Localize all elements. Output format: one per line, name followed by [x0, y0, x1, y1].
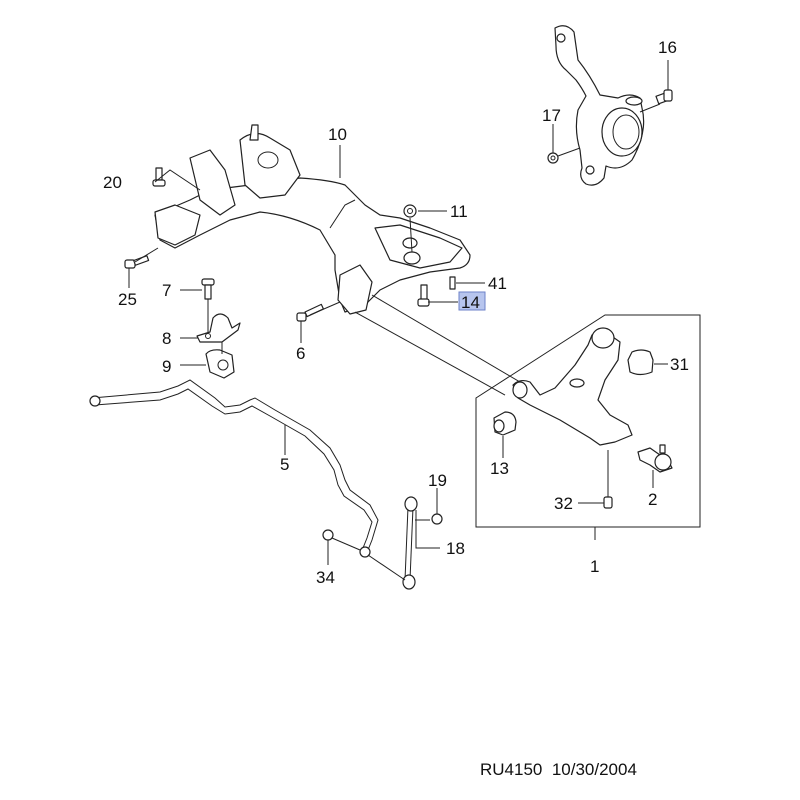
callout-2[interactable]: 2	[648, 490, 657, 509]
callout-19[interactable]: 19	[428, 471, 447, 490]
callout-18[interactable]: 18	[446, 539, 465, 558]
callout-5[interactable]: 5	[280, 455, 289, 474]
callout-34[interactable]: 34	[316, 568, 335, 587]
callout-14[interactable]: 14	[461, 293, 480, 312]
callout-16[interactable]: 16	[658, 38, 677, 57]
ball-joint-2[interactable]	[637, 444, 673, 473]
rear-bushing-31[interactable]	[627, 349, 654, 376]
stud-41[interactable]	[449, 276, 456, 290]
bolt-20[interactable]	[152, 167, 166, 187]
bolt-7[interactable]	[201, 278, 215, 300]
callout-6[interactable]: 6	[296, 344, 305, 363]
callout-8[interactable]: 8	[162, 329, 171, 348]
crossmember[interactable]	[154, 124, 471, 315]
leader-lines	[128, 60, 669, 581]
callout-7[interactable]: 7	[162, 281, 171, 300]
steering-knuckle[interactable]	[554, 25, 645, 186]
nut-34[interactable]	[322, 529, 334, 541]
stabilizer-link-18[interactable]	[402, 496, 418, 590]
callout-41[interactable]: 41	[488, 274, 507, 293]
callout-13[interactable]: 13	[490, 459, 509, 478]
diagram-reference-footer: RU4150 10/30/2004	[480, 760, 637, 780]
bolt-16[interactable]	[655, 89, 673, 105]
callout-20[interactable]: 20	[103, 173, 122, 192]
callout-9[interactable]: 9	[162, 357, 171, 376]
diagram-date: 10/30/2004	[551, 760, 637, 779]
bolt-14[interactable]	[417, 284, 430, 307]
control-arm-group-box	[475, 314, 701, 528]
bolt-6[interactable]	[296, 303, 325, 322]
callout-10[interactable]: 10	[328, 125, 347, 144]
stabilizer-bar-5[interactable]	[89, 379, 379, 558]
nut-17[interactable]	[547, 152, 559, 164]
callout-31[interactable]: 31	[670, 355, 689, 374]
callout-11[interactable]: 11	[450, 202, 468, 221]
callout-32[interactable]: 32	[554, 494, 573, 513]
stabilizer-clamp-8[interactable]	[196, 313, 241, 343]
pin-32[interactable]	[603, 496, 613, 509]
callout-14-highlight	[458, 291, 486, 311]
bolt-25[interactable]	[124, 255, 150, 269]
nut-19[interactable]	[431, 513, 443, 525]
callout-labels: 10 11 41 14 20 25 7 8 9 6 5 16 17 31 13 …	[103, 38, 689, 587]
stabilizer-bushing-9[interactable]	[205, 349, 235, 379]
lower-control-arm[interactable]	[512, 327, 633, 446]
nut-11[interactable]	[403, 204, 417, 218]
diagram-code: RU4150	[480, 760, 543, 779]
callout-1[interactable]: 1	[590, 557, 599, 576]
callout-17[interactable]: 17	[542, 106, 561, 125]
callout-25[interactable]: 25	[118, 290, 137, 309]
front-bushing-13[interactable]	[493, 411, 517, 436]
